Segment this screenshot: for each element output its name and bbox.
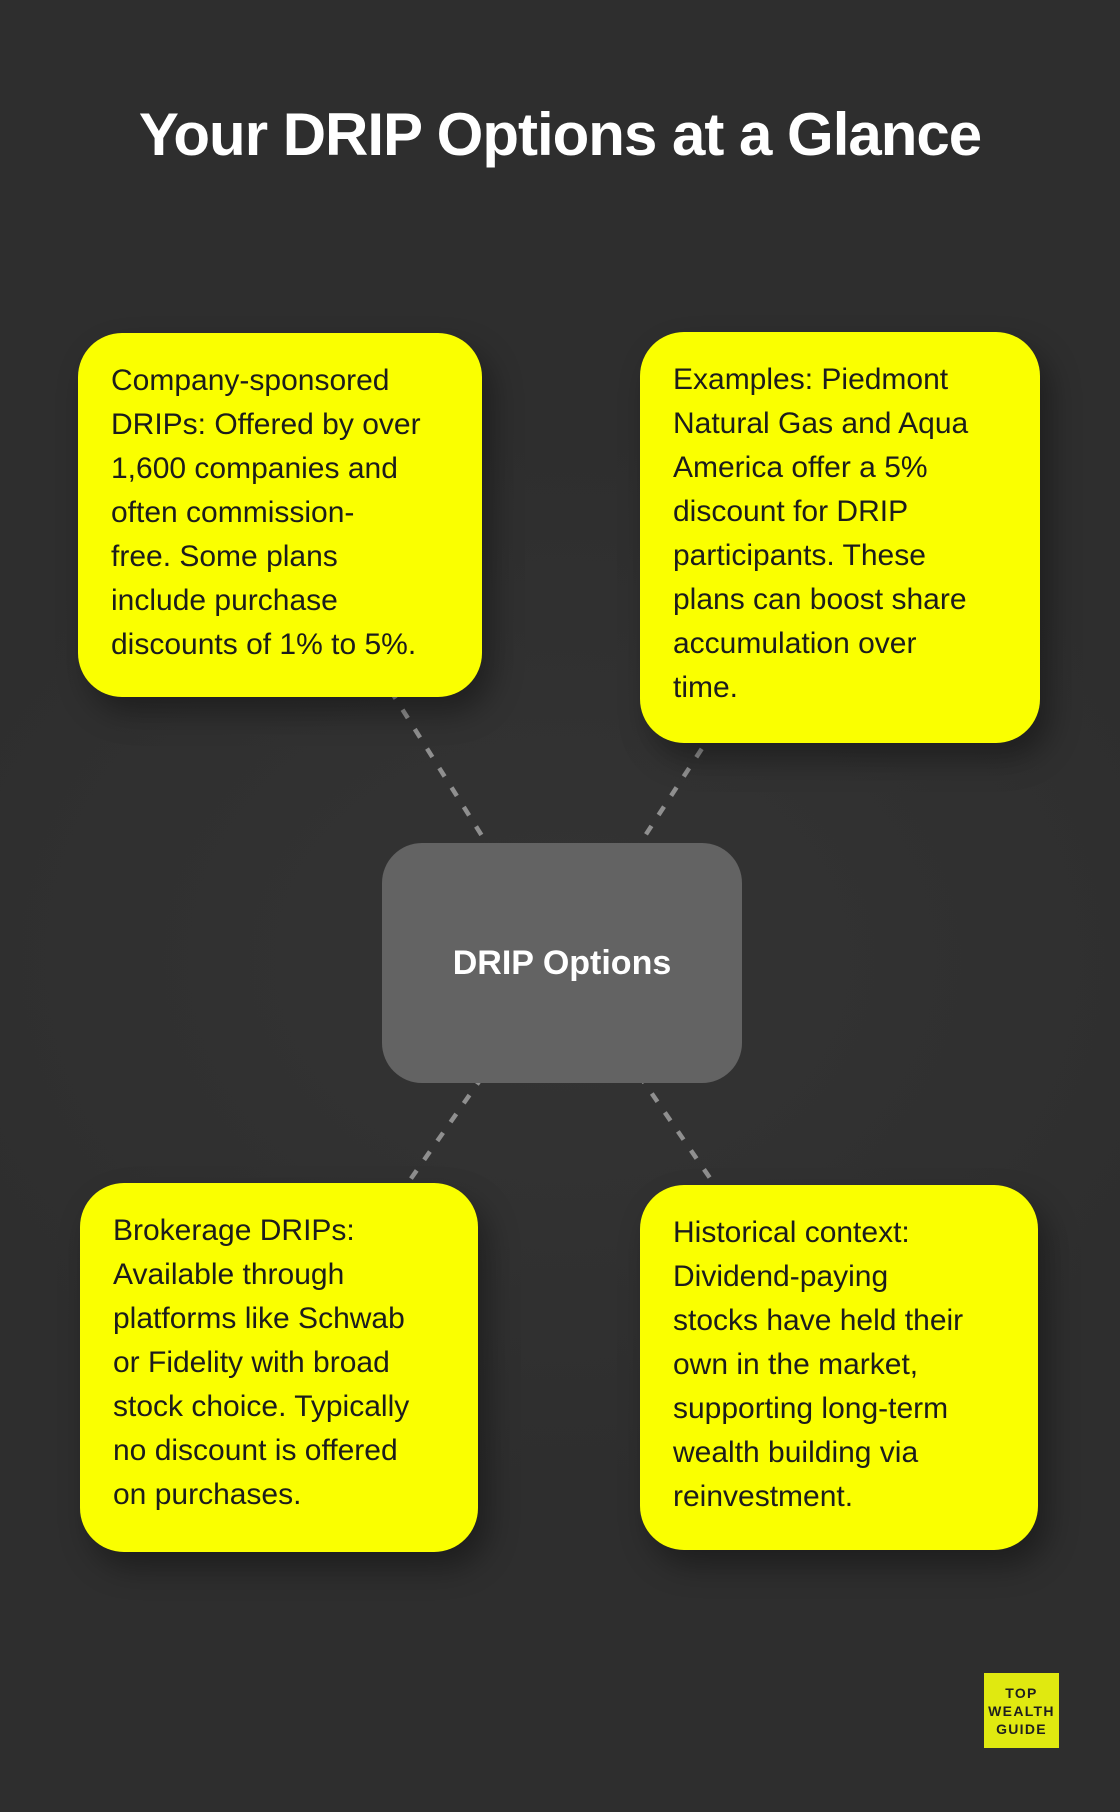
card-brokerage-drips-text: Brokerage DRIPs: Available through platf… xyxy=(113,1214,410,1511)
card-historical-context: Historical context: Dividend-paying stoc… xyxy=(640,1185,1038,1550)
card-company-sponsored-drips-text: Company-sponsored DRIPs: Offered by over… xyxy=(111,364,421,661)
card-discount-examples: Examples: Piedmont Natural Gas and Aqua … xyxy=(640,332,1040,743)
page-title: Your DRIP Options at a Glance xyxy=(138,101,982,168)
center-node-drip-options: DRIP Options xyxy=(382,843,742,1083)
card-company-sponsored-drips: Company-sponsored DRIPs: Offered by over… xyxy=(78,333,482,697)
top-wealth-guide-logo-text: TOP WEALTH GUIDE xyxy=(988,1684,1055,1737)
card-historical-context-text: Historical context: Dividend-paying stoc… xyxy=(673,1216,964,1513)
top-wealth-guide-logo: TOP WEALTH GUIDE xyxy=(984,1673,1059,1748)
card-discount-examples-text: Examples: Piedmont Natural Gas and Aqua … xyxy=(673,363,969,704)
card-brokerage-drips: Brokerage DRIPs: Available through platf… xyxy=(80,1183,478,1552)
center-node-label: DRIP Options xyxy=(452,943,672,982)
